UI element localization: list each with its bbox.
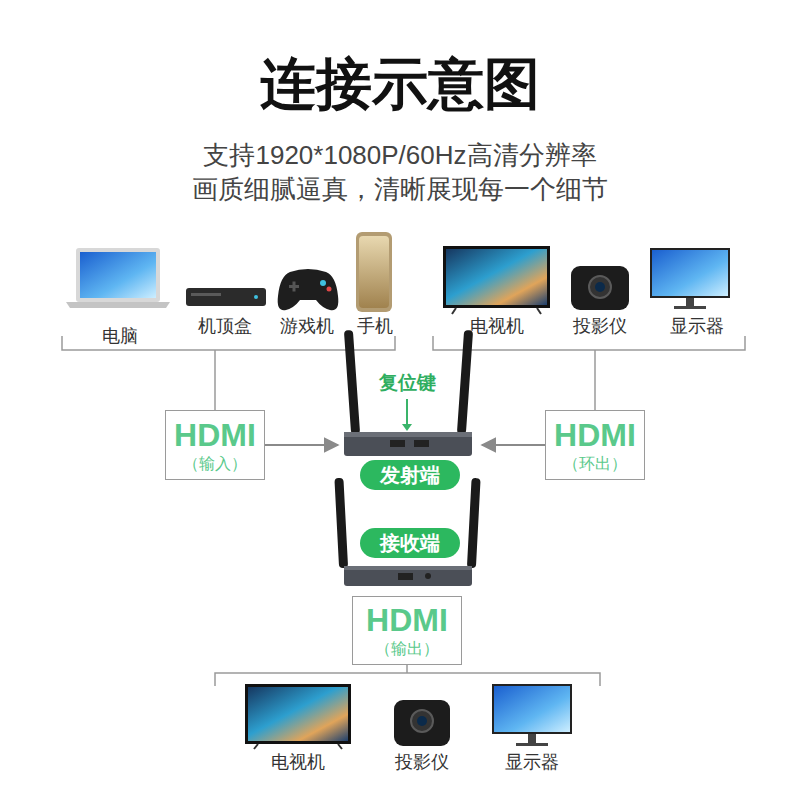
- hdmi-box: HDMI （环出）: [545, 410, 645, 480]
- box-subtext: （输出）: [375, 640, 439, 658]
- device-label: 投影仪: [395, 752, 449, 774]
- subtitle: 画质细腻逼真，清晰展现每一个细节: [192, 174, 608, 205]
- device-label: 手机: [357, 316, 393, 338]
- device-pill: 发射端: [360, 460, 460, 490]
- gamepad-icon: [278, 269, 339, 310]
- set-top-box-icon: [186, 288, 266, 306]
- subtitle: 支持1920*1080P/60Hz高清分辨率: [203, 140, 596, 171]
- tv-icon: [443, 246, 550, 314]
- box-subtext: （输入）: [183, 455, 247, 473]
- projector-icon: [394, 700, 450, 746]
- connector-arrow: [482, 444, 545, 446]
- monitor-icon: [492, 684, 572, 746]
- connector-arrow: [265, 444, 338, 446]
- device-label: 投影仪: [573, 316, 627, 338]
- hdmi-box: HDMI （输出）: [352, 596, 462, 665]
- box-heading: HDMI: [366, 603, 448, 638]
- phone-icon: [356, 232, 392, 312]
- hdmi-box: HDMI （输入）: [165, 410, 265, 480]
- device-node: 发射端: [338, 428, 482, 492]
- projector-icon: [571, 266, 629, 310]
- box-heading: HDMI: [174, 418, 256, 453]
- device-label: 电脑: [102, 326, 138, 348]
- title: 连接示意图: [0, 50, 800, 117]
- laptop-icon: [66, 248, 170, 308]
- box-heading: HDMI: [554, 418, 636, 453]
- tv-icon: [245, 684, 351, 749]
- transmitter-device: [344, 330, 473, 456]
- receiver-device: [334, 478, 480, 586]
- bracket-line: [62, 336, 745, 686]
- device-label: 显示器: [505, 752, 559, 774]
- device-pill: 接收端: [360, 528, 460, 558]
- reset-pointer: [402, 399, 412, 431]
- device-label: 电视机: [470, 316, 524, 338]
- device-label: 机顶盒: [198, 316, 252, 338]
- device-label: 游戏机: [280, 316, 334, 338]
- device-label: 显示器: [670, 316, 724, 338]
- monitor-icon: [650, 248, 730, 309]
- device-node: 接收端: [338, 528, 482, 590]
- box-subtext: （环出）: [563, 455, 627, 473]
- reset-button-label: 复位键: [379, 372, 436, 395]
- device-label: 电视机: [271, 752, 325, 774]
